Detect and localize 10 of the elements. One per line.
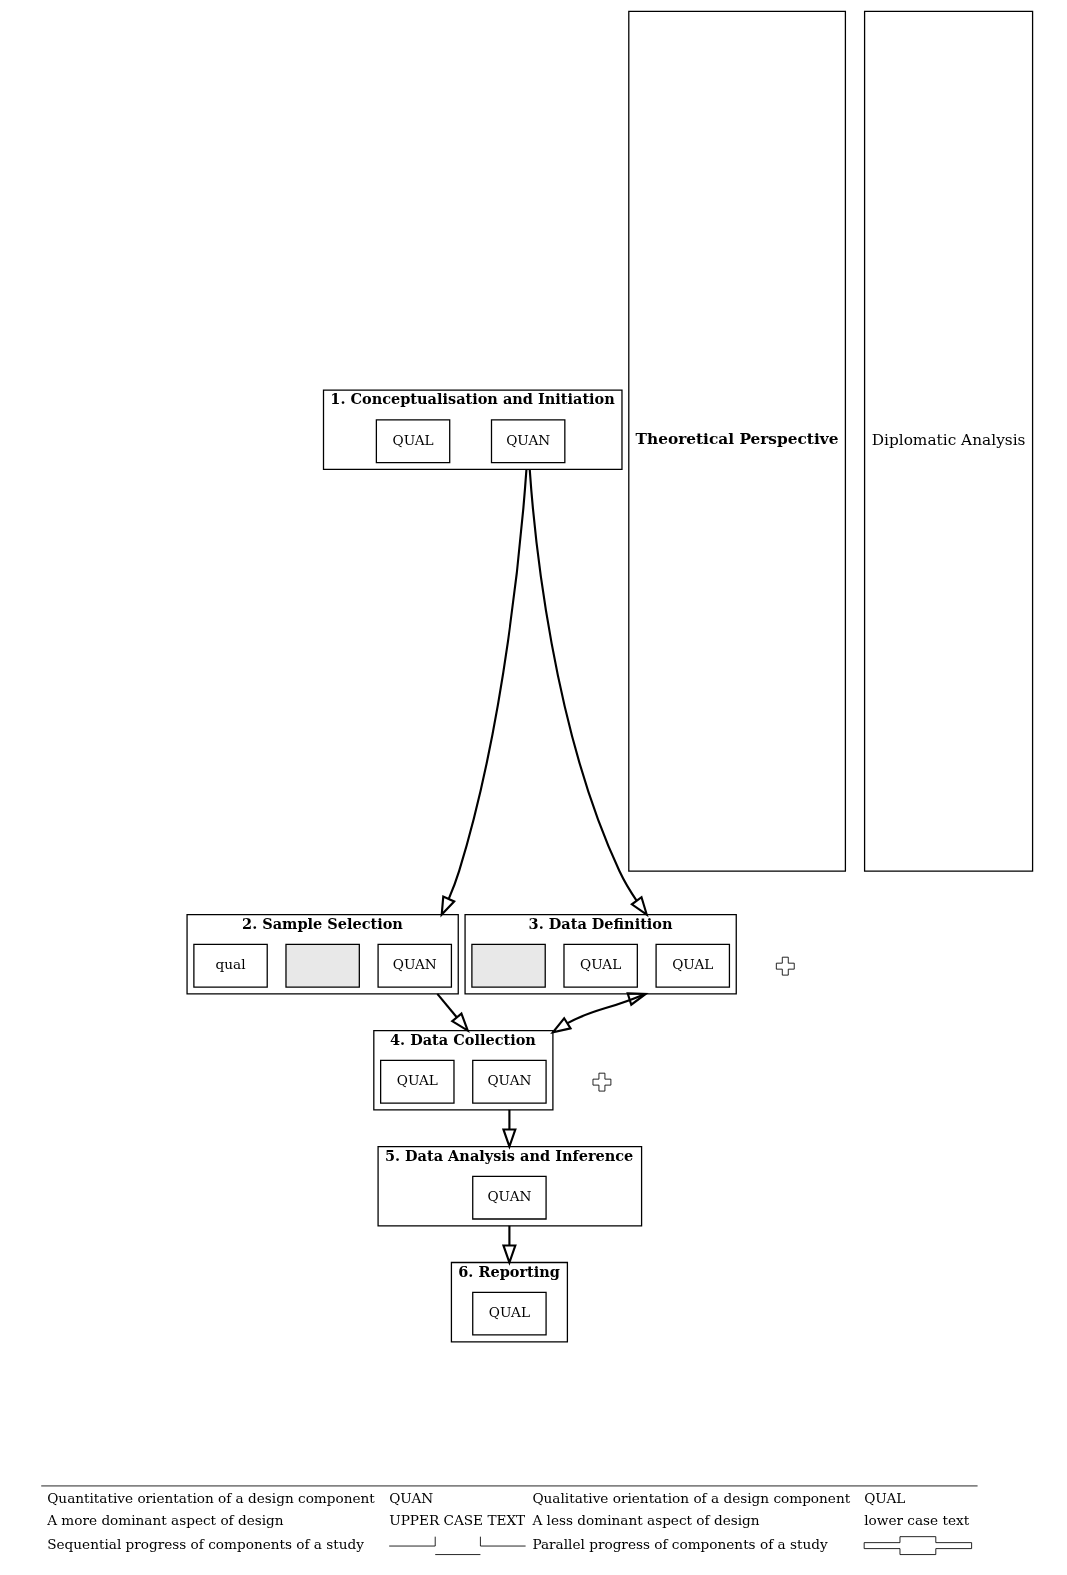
label: A less dominant aspect of design <box>532 1512 760 1529</box>
label: lower case text <box>864 1512 970 1529</box>
label: UPPER CASE TEXT <box>389 1512 526 1529</box>
label: Quantitative orientation of a design component <box>47 1490 375 1507</box>
label: Qualitative orientation of a design component <box>532 1490 851 1507</box>
legend-label: Parallel progress of components of a study <box>532 1535 828 1552</box>
legend-label: Sequential progress of components of a study <box>47 1535 364 1552</box>
label: QUAL <box>864 1490 906 1507</box>
label: A more dominant aspect of design <box>47 1512 284 1529</box>
label: QUAN <box>389 1490 434 1507</box>
